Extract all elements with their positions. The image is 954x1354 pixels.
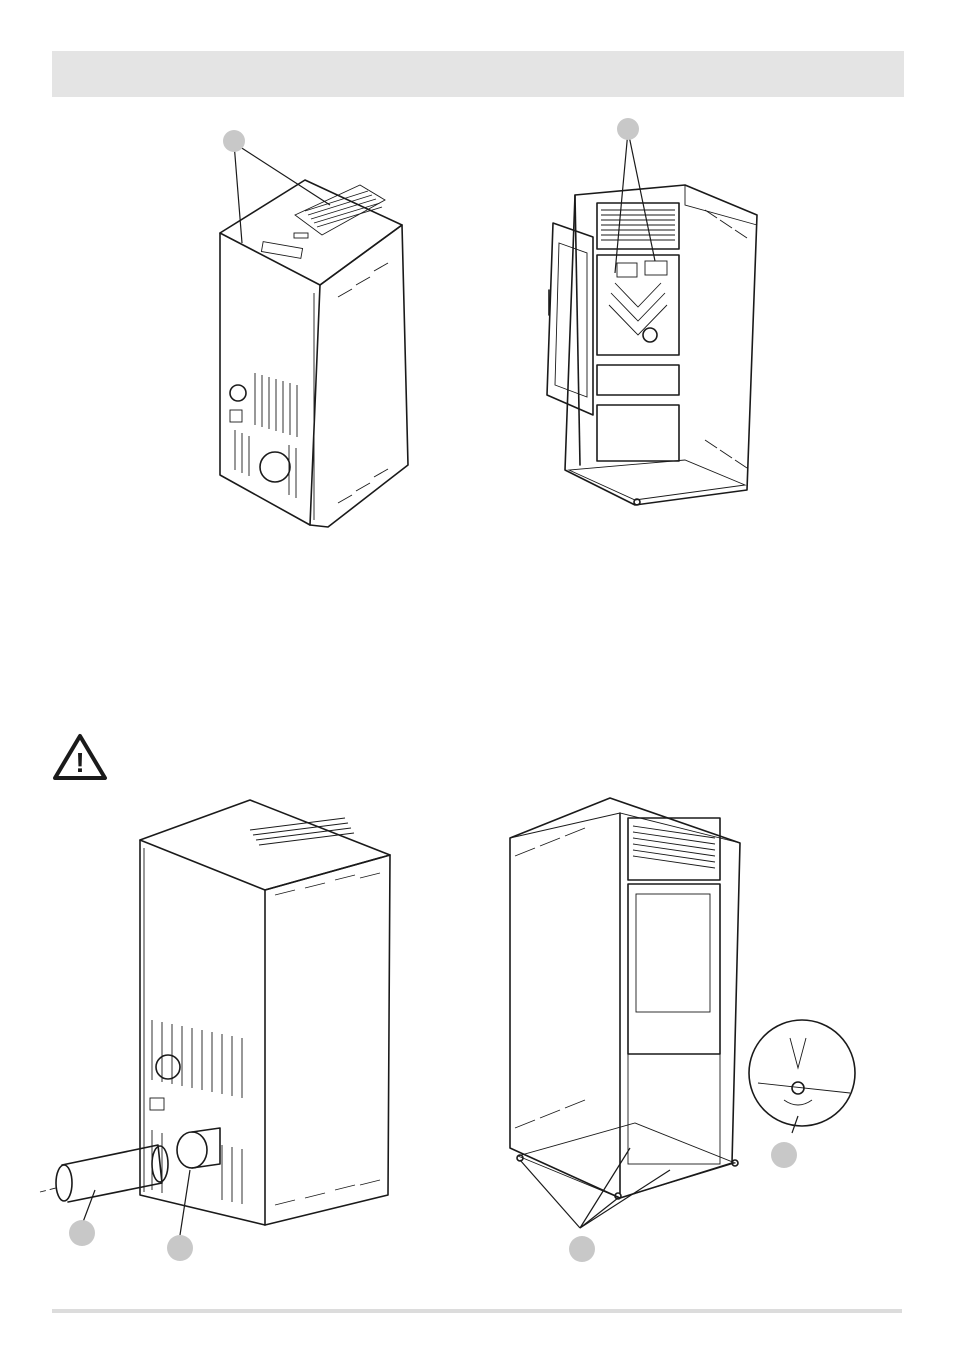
pellet-stove-open-door-icon: [546, 118, 758, 506]
callout-marker: [167, 1235, 193, 1261]
figure-stove-rear-top: [210, 125, 420, 535]
warning-triangle: !: [52, 733, 108, 781]
warning-triangle-icon: !: [53, 734, 107, 780]
figure-stove-front-open-door: [535, 115, 765, 515]
callout-marker: [223, 130, 245, 152]
pellet-stove-adjustable-feet-icon: [509, 797, 856, 1262]
footer-rule: [52, 1309, 902, 1313]
pellet-stove-flue-connection-icon: [39, 799, 391, 1261]
header-band: [52, 51, 904, 97]
callout-marker: [771, 1142, 797, 1168]
callout-marker: [617, 118, 639, 140]
figure-stove-front-feet: [500, 797, 860, 1268]
callout-marker: [569, 1236, 595, 1262]
pellet-stove-rear-view-icon: [219, 130, 409, 528]
figure-stove-rear-flue-pipe: [39, 799, 400, 1265]
svg-text:!: !: [75, 747, 84, 778]
callout-marker: [69, 1220, 95, 1246]
